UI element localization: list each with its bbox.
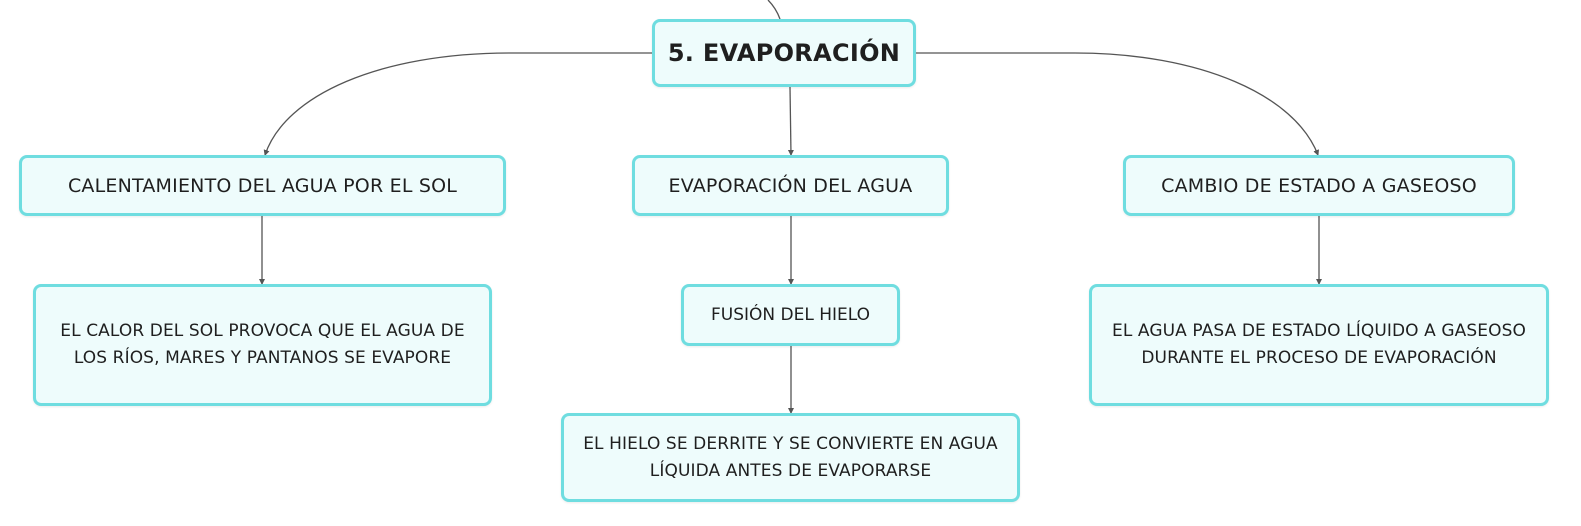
connector-incoming [767, 0, 781, 20]
topic-node-evaporacion-agua[interactable]: EVAPORACIÓN DEL AGUA [632, 155, 949, 216]
topic-node-calentamiento[interactable]: CALENTAMIENTO DEL AGUA POR EL SOL [19, 155, 506, 216]
topic-node-cambio-estado[interactable]: CAMBIO DE ESTADO A GASEOSO [1123, 155, 1515, 216]
subtopic-node-hielo-se-derrite[interactable]: EL HIELO SE DERRITE Y SE CONVIERTE EN AG… [561, 413, 1020, 502]
subtopic-line: EL CALOR DEL SOL PROVOCA QUE EL AGUA DE [60, 321, 465, 341]
subtopic-node-fusion-hielo[interactable]: FUSIÓN DEL HIELO [681, 284, 900, 346]
subtopic-text: EL HIELO SE DERRITE Y SE CONVIERTE EN AG… [583, 431, 998, 485]
root-topic-label: 5. EVAPORACIÓN [667, 39, 901, 67]
connector-root-to-cambio-estado [916, 52, 1320, 156]
connector-root-to-calentamiento [263, 52, 652, 156]
subtopic-label: FUSIÓN DEL HIELO [710, 305, 871, 325]
root-topic-node[interactable]: 5. EVAPORACIÓN [652, 19, 916, 87]
subtopic-line: LOS RÍOS, MARES Y PANTANOS SE EVAPORE [73, 348, 452, 368]
topic-label: CALENTAMIENTO DEL AGUA POR EL SOL [67, 174, 458, 197]
subtopic-line: LÍQUIDA ANTES DE EVAPORARSE [649, 460, 932, 481]
subtopic-line: DURANTE EL PROCESO DE EVAPORACIÓN [1141, 348, 1497, 368]
subtopic-node-calor-del-sol[interactable]: EL CALOR DEL SOL PROVOCA QUE EL AGUA DE … [33, 284, 492, 406]
subtopic-text: EL AGUA PASA DE ESTADO LÍQUIDO A GASEOSO… [1112, 318, 1526, 372]
topic-label: CAMBIO DE ESTADO A GASEOSO [1161, 174, 1477, 197]
subtopic-line: EL HIELO SE DERRITE Y SE CONVIERTE EN AG… [583, 433, 998, 454]
topic-label: EVAPORACIÓN DEL AGUA [668, 174, 913, 197]
subtopic-node-estado-gaseoso[interactable]: EL AGUA PASA DE ESTADO LÍQUIDO A GASEOSO… [1089, 284, 1549, 406]
connector-root-to-evaporacion-agua [787, 86, 794, 156]
subtopic-line: EL AGUA PASA DE ESTADO LÍQUIDO A GASEOSO [1112, 321, 1526, 341]
subtopic-text: EL CALOR DEL SOL PROVOCA QUE EL AGUA DE … [60, 318, 464, 372]
